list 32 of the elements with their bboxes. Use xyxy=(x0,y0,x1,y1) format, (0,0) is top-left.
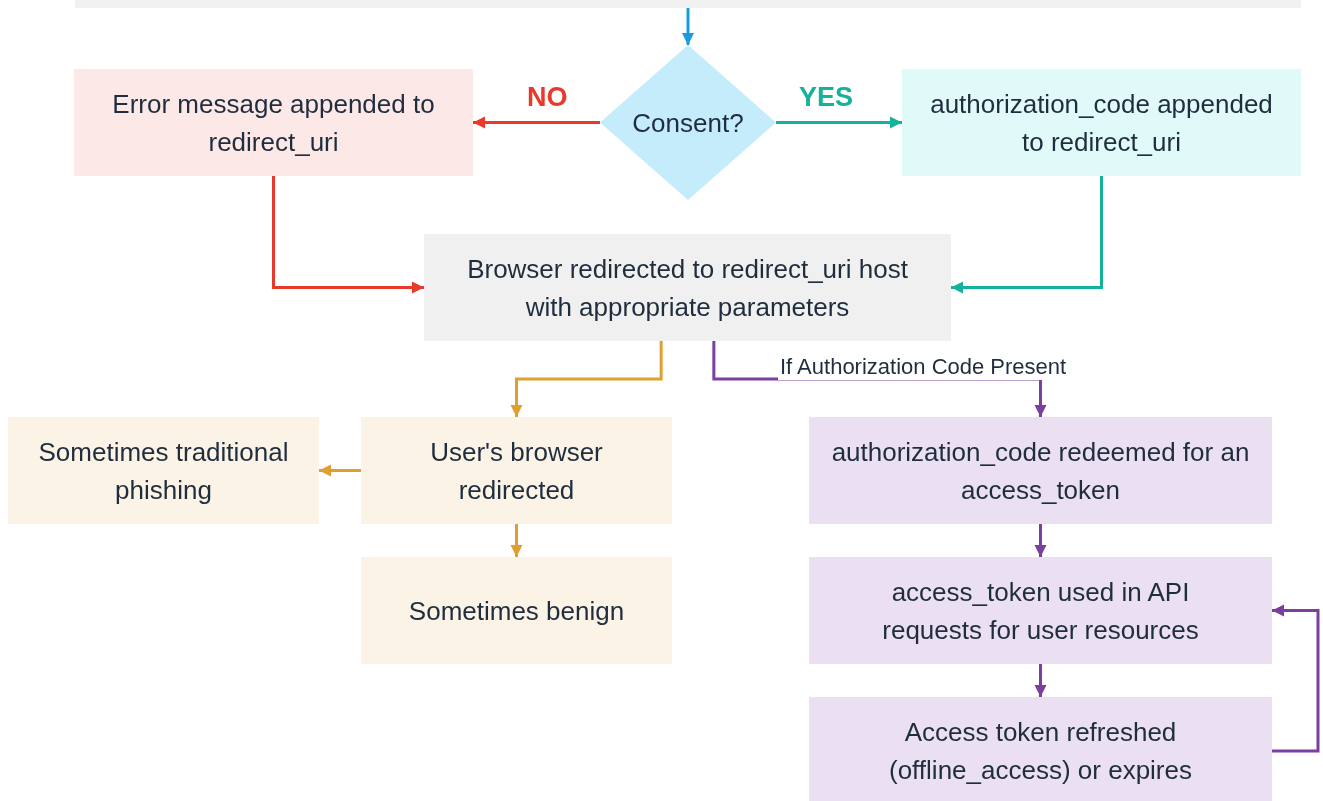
arrow xyxy=(510,341,663,417)
process-box xyxy=(74,69,473,176)
arrow xyxy=(951,176,1103,294)
process-box xyxy=(809,557,1272,664)
node-text: authorization_code appended to redirect_uri xyxy=(929,87,1274,159)
node-text: Sometimes traditional phishing xyxy=(37,435,290,507)
decision-diamond xyxy=(600,45,776,200)
node-text: authorization_code redeemed for an access_token xyxy=(830,435,1251,507)
process-box xyxy=(809,417,1272,524)
arrow xyxy=(682,8,694,45)
node-text: Consent? xyxy=(632,106,744,140)
arrow xyxy=(319,464,361,477)
arrow xyxy=(1034,524,1047,557)
arrow xyxy=(1034,664,1047,697)
arrow xyxy=(473,116,600,129)
process-box xyxy=(809,697,1272,801)
arrow xyxy=(776,116,902,129)
process-box xyxy=(424,234,951,341)
node-text: Sometimes benign xyxy=(408,594,625,628)
process-box xyxy=(902,69,1301,176)
process-box xyxy=(361,417,672,524)
arrow xyxy=(272,176,424,294)
node-text: Error message appended to redirect_uri xyxy=(111,87,436,159)
arrow xyxy=(510,524,523,557)
process-box xyxy=(8,417,319,524)
arrow xyxy=(712,341,1047,417)
process-box xyxy=(361,557,672,664)
node-text: Access token refreshed (offline_access) or expires xyxy=(888,716,1193,787)
node-text: Browser redirected to redirect_uri host with appropriate parameters xyxy=(466,252,909,324)
arrow xyxy=(1272,604,1320,753)
node-text: access_token used in API requests for user resources xyxy=(881,575,1200,647)
node-text: User's browser redirected xyxy=(429,435,604,507)
